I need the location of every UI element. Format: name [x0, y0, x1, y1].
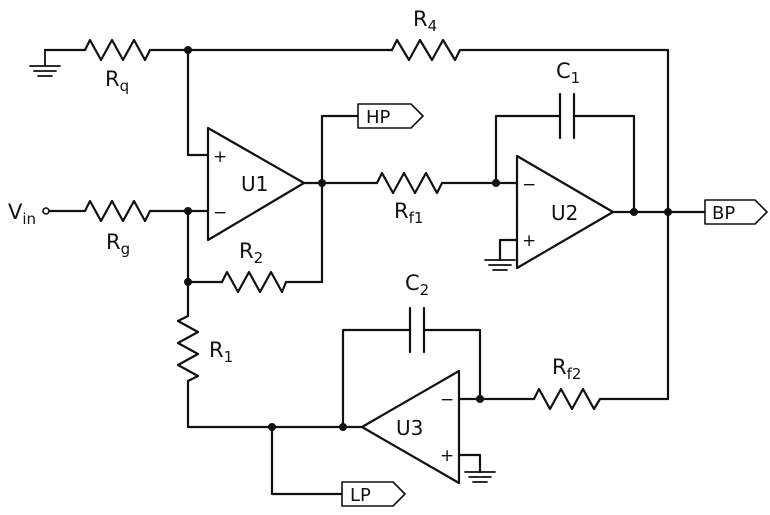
ground-icon	[29, 49, 61, 77]
junction-dot	[184, 278, 192, 286]
label-rg: Rg	[106, 230, 130, 258]
output-tag-bp-label: BP	[712, 203, 735, 224]
output-tag-hp: HP	[357, 103, 424, 129]
wire-r4-right-bus	[458, 48, 670, 212]
opamp-u1-label: U1	[241, 172, 268, 196]
junction-dot	[339, 423, 347, 431]
opamp-u2-minus-sign: −	[522, 175, 536, 195]
output-tag-lp-label: LP	[350, 485, 371, 506]
resistors	[83, 38, 602, 411]
opamp-u3-minus-sign: −	[440, 390, 454, 410]
output-tag-bp: BP	[704, 199, 768, 225]
wire-c1-right	[572, 114, 636, 214]
capacitors	[408, 92, 576, 354]
label-c1: C1	[556, 59, 580, 87]
opamp-u2-plus-sign: +	[522, 231, 536, 251]
junction-dot	[268, 423, 276, 431]
resistor-r2	[220, 270, 288, 294]
output-tag-lp: LP	[341, 481, 406, 507]
label-r1: R1	[209, 338, 233, 366]
label-rf1: Rf1	[394, 199, 423, 227]
wire-right-bus-rf2	[598, 210, 670, 401]
input-terminal: Vin	[8, 200, 50, 228]
resistor-r4	[390, 38, 462, 62]
junction-dot	[492, 179, 500, 187]
wires	[43, 48, 707, 496]
junction-dots	[184, 46, 672, 431]
opamp-u3: − + U3	[360, 369, 461, 485]
wire-lp-tap	[270, 425, 344, 496]
junction-dot	[318, 179, 326, 187]
component-labels: Rq R4 Rg R2 Rf1 R1 Rf2 C1 C2	[105, 7, 581, 383]
wire-hp-tap	[320, 114, 360, 185]
label-r4: R4	[413, 7, 437, 35]
opamp-u3-plus-sign: +	[440, 446, 454, 466]
wire-u1-plus	[186, 48, 210, 157]
opamp-u3-label: U3	[396, 416, 423, 440]
grounds	[29, 49, 516, 483]
wire-u3-plus-ground	[457, 453, 482, 474]
junction-dot	[184, 207, 192, 215]
capacitor-c1	[558, 92, 576, 140]
resistor-rf2	[532, 387, 602, 411]
wire-c2-left	[341, 328, 412, 429]
label-r2: R2	[239, 239, 263, 267]
label-rf2: Rf2	[552, 355, 581, 383]
opamp-u1-minus-sign: −	[213, 203, 227, 223]
input-terminal-icon	[42, 207, 50, 215]
wire-c2-right	[422, 328, 482, 401]
label-rq: Rq	[105, 67, 129, 95]
wire-r2-u1-out	[284, 181, 324, 284]
opamp-u2-label: U2	[551, 201, 578, 225]
resistor-rq	[83, 38, 152, 62]
junction-dot	[476, 395, 484, 403]
resistor-r1	[176, 314, 200, 383]
label-c2: C2	[405, 271, 429, 299]
resistor-rf1	[375, 171, 444, 195]
wire-r1-u3-out	[186, 379, 364, 429]
resistor-rg	[83, 199, 152, 223]
wire-c1-left	[494, 114, 562, 185]
ground-icon	[484, 259, 516, 271]
opamp-u2: − + U2	[515, 154, 615, 270]
ground-icon	[464, 471, 496, 483]
junction-dot	[184, 46, 192, 54]
input-label: Vin	[8, 200, 36, 228]
junction-dot	[664, 208, 672, 216]
capacitor-c2	[408, 306, 426, 354]
output-tag-hp-label: HP	[366, 107, 391, 128]
wire-u2-plus-ground	[498, 238, 519, 262]
opamp-u1: + − U1	[206, 126, 306, 242]
opamp-u1-plus-sign: +	[213, 147, 227, 167]
junction-dot	[630, 208, 638, 216]
